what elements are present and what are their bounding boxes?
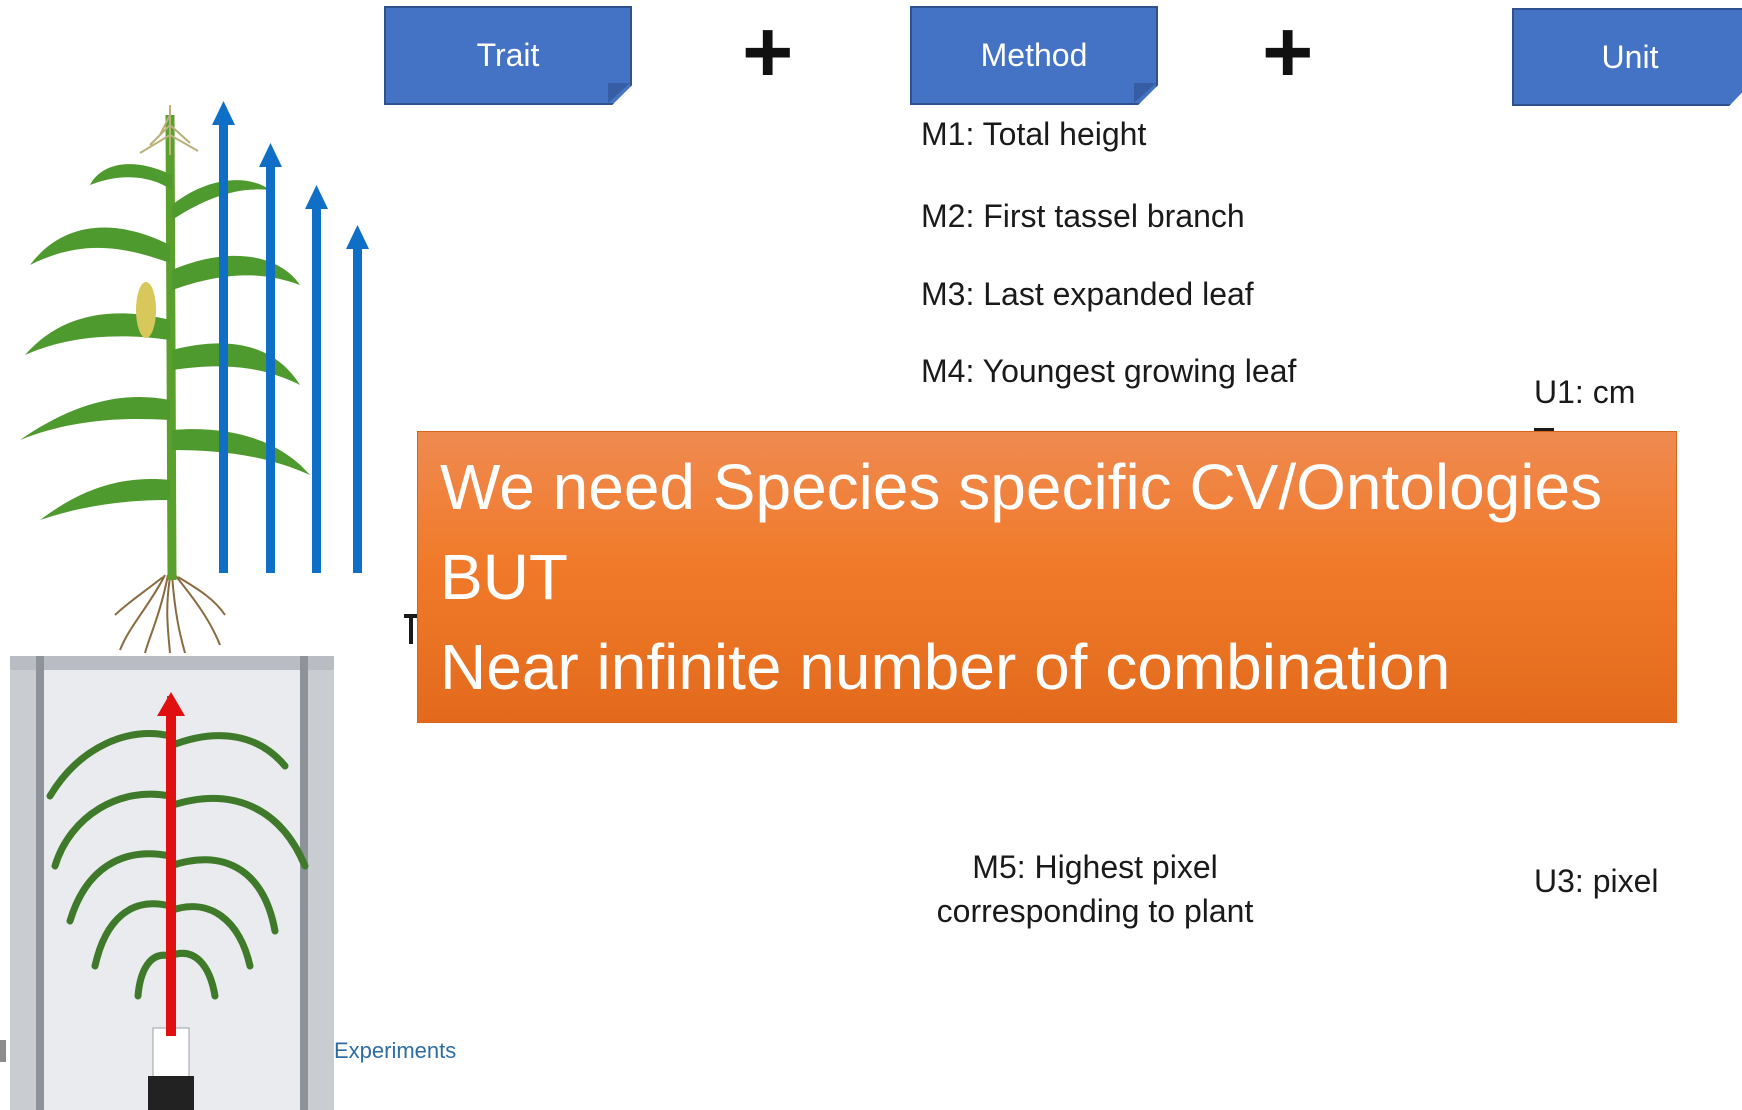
maize-plant-illustration — [20, 101, 369, 654]
banner-line-3: Near infinite number of combination — [440, 631, 1451, 703]
method-m3: M3: Last expanded leaf — [921, 276, 1254, 312]
trait-text-fragment — [404, 612, 418, 644]
method-m5: M5: Highest pixel corresponding to plant — [905, 845, 1285, 933]
method-m2: M2: First tassel branch — [921, 198, 1245, 234]
plant-stalk — [165, 114, 177, 581]
unit-u2-fragment — [1534, 416, 1654, 432]
red-arrow-head — [157, 692, 185, 716]
plant-pot — [152, 1027, 190, 1079]
method-m5-line2: corresponding to plant — [936, 893, 1254, 929]
trait-box: Trait — [384, 6, 632, 105]
cabinet-plant-leaves — [46, 730, 309, 1000]
arrow-3-head — [305, 185, 328, 209]
arrow-4-shaft — [353, 247, 362, 573]
pot-stand — [148, 1076, 194, 1110]
height-arrows — [212, 101, 369, 573]
arrow-1-head — [212, 101, 235, 125]
arrow-4-head — [346, 225, 369, 249]
arrow-3-shaft — [312, 207, 321, 573]
plant-roots — [114, 574, 226, 654]
footer-left-fragment — [0, 1040, 6, 1062]
unit-box: Unit — [1512, 8, 1742, 106]
unit-label: Unit — [1601, 38, 1659, 75]
plant-tassel — [139, 105, 199, 155]
plant-ear — [136, 282, 156, 338]
red-arrow-shaft — [166, 714, 176, 1036]
callout-banner: We need Species specific CV/Ontologies B… — [418, 432, 1676, 722]
method-m1: M1: Total height — [921, 116, 1147, 152]
arrow-2-shaft — [266, 165, 275, 573]
trait-label: Trait — [476, 37, 540, 73]
plus-sign-2: + — [1262, 2, 1314, 101]
arrow-2-head — [259, 143, 282, 167]
banner-line-1: We need Species specific CV/Ontologies — [440, 451, 1603, 523]
unit-u3: U3: pixel — [1534, 863, 1659, 899]
banner-line-2: BUT — [440, 541, 568, 613]
plus-sign-1: + — [742, 2, 794, 101]
unit-u1: U1: cm — [1534, 374, 1636, 410]
arrow-1-shaft — [219, 123, 228, 573]
method-box: Method — [910, 6, 1158, 105]
method-m5-line1: M5: Highest pixel — [972, 849, 1218, 885]
method-label: Method — [980, 37, 1088, 73]
phenotyping-cabinet-photo — [10, 656, 334, 1110]
footer-experiments: Experiments — [334, 1038, 457, 1063]
method-m4: M4: Youngest growing leaf — [921, 353, 1297, 389]
